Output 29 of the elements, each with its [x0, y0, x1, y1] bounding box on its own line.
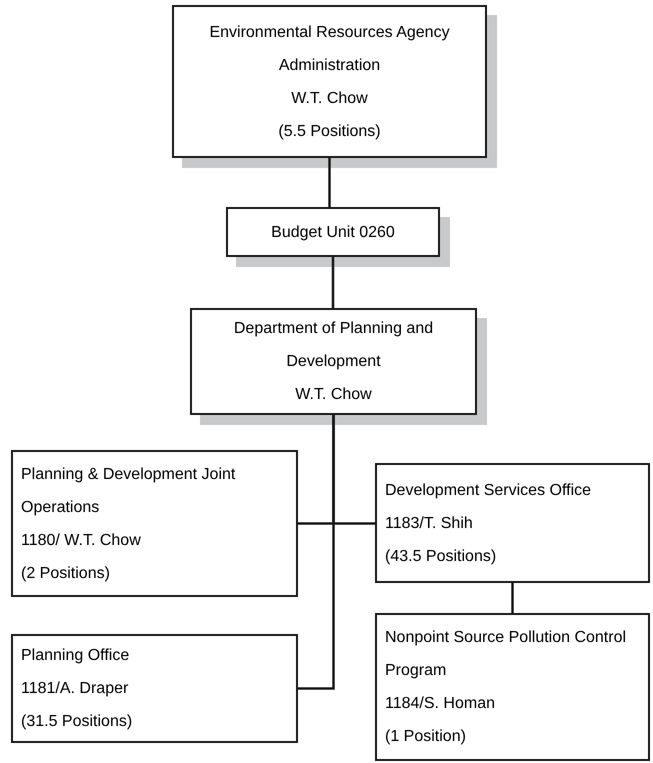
office-box	[375, 463, 650, 583]
box-text: 1181/A. Draper	[21, 679, 128, 699]
box-text: (2 Positions)	[21, 564, 110, 584]
box-text: W.T. Chow	[295, 385, 372, 405]
box-text: (5.5 Positions)	[278, 122, 381, 142]
connector-line	[511, 583, 514, 613]
box-text: 1180/ W.T. Chow	[21, 530, 141, 550]
box-text: (43.5 Positions)	[385, 546, 496, 566]
box-text: Environmental Resources Agency Administration	[208, 22, 451, 76]
box-text: 1184/S. Homan	[385, 694, 495, 714]
box-text: W.T. Chow	[291, 88, 368, 108]
office-box	[11, 450, 298, 597]
box-text: Planning Office	[21, 646, 130, 666]
office-box	[11, 634, 298, 743]
connector-line	[298, 415, 335, 690]
agency-box	[172, 5, 487, 158]
box-text: Budget Unit 0260	[271, 222, 395, 242]
box-text: Nonpoint Source Pollution Control Program	[385, 628, 628, 681]
box-text: (31.5 Positions)	[21, 712, 132, 732]
box-text: Planning & Development Joint Operations	[21, 464, 236, 518]
department-box	[190, 308, 477, 415]
connector-line	[328, 158, 331, 207]
program-box	[375, 613, 650, 761]
connector-line	[332, 257, 334, 308]
box-text: Development Services Office	[385, 480, 592, 500]
box-text: (1 Position)	[385, 727, 466, 747]
box-text: Department of Planning and Development	[232, 319, 434, 372]
box-text: 1183/T. Shih	[385, 514, 473, 534]
budget-unit-box	[226, 207, 440, 257]
